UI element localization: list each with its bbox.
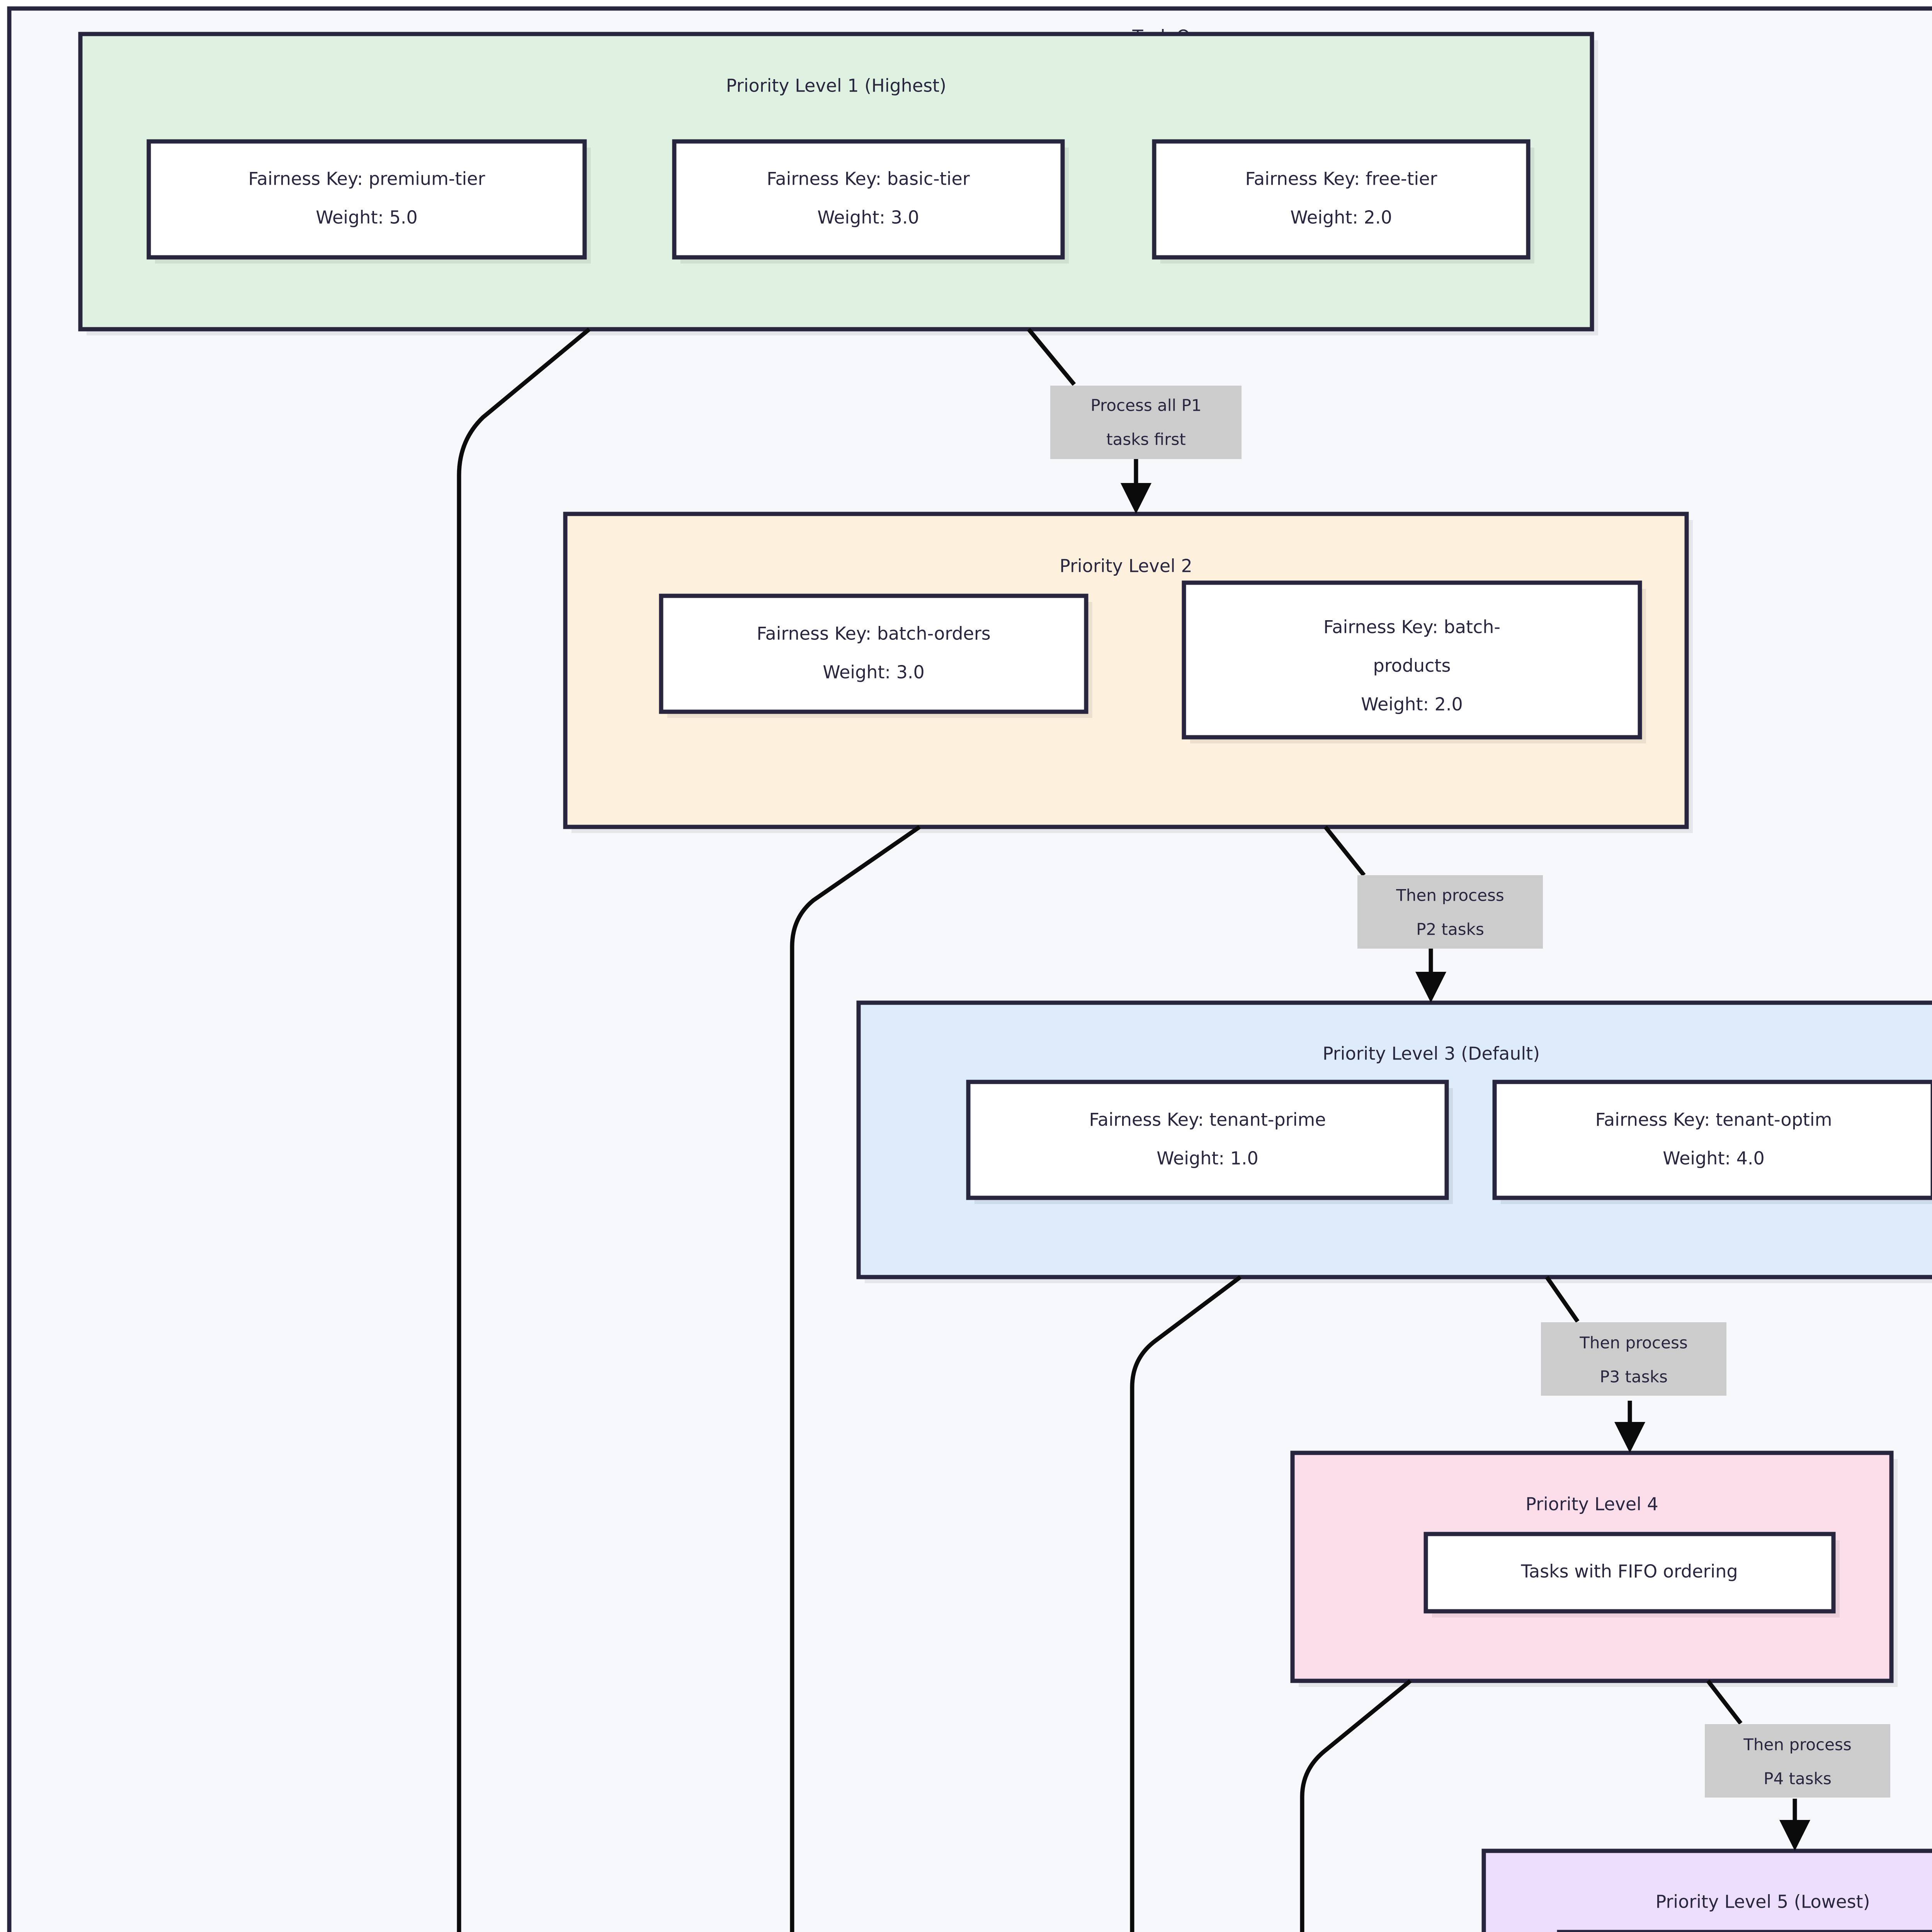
p4-fifo-label: Tasks with FIFO ordering bbox=[1520, 1561, 1738, 1582]
p4-fifo-rect bbox=[1423, 1532, 1836, 1614]
premium-tier-rect bbox=[146, 139, 587, 260]
edge-label-3-bg bbox=[1541, 1322, 1726, 1396]
priority-level-2-title: Priority Level 2 bbox=[1060, 556, 1192, 577]
basic-tier-line2: Weight: 3.0 bbox=[817, 207, 919, 228]
edge-label-4-line2: P4 tasks bbox=[1764, 1769, 1832, 1788]
arrowhead-p1-p2 bbox=[1121, 483, 1151, 514]
edge-p4-to-p5 bbox=[1706, 1679, 1810, 1851]
batch-orders-line1: Fairness Key: batch-orders bbox=[757, 623, 990, 644]
tenant-optim-line2: Weight: 4.0 bbox=[1663, 1148, 1765, 1169]
tenant-prime-rect bbox=[966, 1080, 1449, 1200]
tenant-optim-line1: Fairness Key: tenant-optim bbox=[1595, 1109, 1832, 1130]
arrowhead-p2-p3 bbox=[1415, 972, 1446, 1003]
edge-label-1-line1: Process all P1 bbox=[1090, 396, 1201, 415]
edge-label-then-process-p4: Then process P4 tasks bbox=[1705, 1724, 1890, 1798]
free-tier-line1: Fairness Key: free-tier bbox=[1245, 168, 1437, 189]
node-basic-tier[interactable]: Fairness Key: basic-tier Weight: 3.0 bbox=[672, 139, 1069, 264]
batch-orders-line2: Weight: 3.0 bbox=[823, 662, 925, 683]
cluster-priority-level-3[interactable]: Priority Level 3 (Default) Fairness Key:… bbox=[856, 1000, 1932, 1283]
edge-p3-to-p4 bbox=[1545, 1276, 1645, 1453]
cluster-priority-level-5[interactable]: Priority Level 5 (Lowest) Tasks with FIF… bbox=[1481, 1849, 1932, 1932]
priority-level-1-title: Priority Level 1 (Highest) bbox=[726, 75, 946, 96]
batch-products-line1: Fairness Key: batch- bbox=[1323, 617, 1500, 638]
node-tenant-optim[interactable]: Fairness Key: tenant-optim Weight: 4.0 bbox=[1492, 1080, 1932, 1204]
tenant-prime-line2: Weight: 1.0 bbox=[1156, 1148, 1259, 1169]
node-premium-tier[interactable]: Fairness Key: premium-tier Weight: 5.0 bbox=[146, 139, 591, 264]
free-tier-rect bbox=[1152, 139, 1531, 260]
arrowhead-p3-p4 bbox=[1614, 1422, 1645, 1453]
arrowhead-p4-p5 bbox=[1779, 1820, 1810, 1851]
edge-label-4-line1: Then process bbox=[1743, 1735, 1851, 1754]
edge-p2-to-workers bbox=[790, 825, 921, 1932]
edge-p2-to-p3 bbox=[1323, 825, 1446, 1003]
edge-p1-to-p2 bbox=[1027, 328, 1151, 514]
edge-label-then-process-p3: Then process P3 tasks bbox=[1541, 1322, 1726, 1396]
priority-level-4-title: Priority Level 4 bbox=[1526, 1494, 1658, 1515]
priority-level-5-title: Priority Level 5 (Lowest) bbox=[1655, 1891, 1870, 1912]
edge-label-2-line2: P2 tasks bbox=[1416, 920, 1484, 939]
tenant-optim-rect bbox=[1492, 1080, 1932, 1200]
cluster-priority-level-4[interactable]: Priority Level 4 Tasks with FIFO orderin… bbox=[1290, 1451, 1898, 1687]
edge-label-2-line1: Then process bbox=[1396, 886, 1504, 905]
node-batch-products[interactable]: Fairness Key: batch- products Weight: 2.… bbox=[1182, 580, 1646, 743]
node-free-tier[interactable]: Fairness Key: free-tier Weight: 2.0 bbox=[1152, 139, 1534, 264]
tenant-prime-line1: Fairness Key: tenant-prime bbox=[1089, 1109, 1326, 1130]
cluster-priority-level-2[interactable]: Priority Level 2 Fairness Key: batch-ord… bbox=[563, 512, 1693, 833]
batch-orders-rect bbox=[659, 594, 1088, 714]
edge-label-2-bg bbox=[1357, 875, 1543, 949]
edge-label-3-line2: P3 tasks bbox=[1600, 1367, 1668, 1386]
edge-label-then-process-p2: Then process P2 tasks bbox=[1357, 875, 1543, 949]
edge-label-1-bg bbox=[1050, 386, 1242, 459]
edge-p3-to-workers bbox=[1130, 1275, 1242, 1932]
edge-label-1-line2: tasks first bbox=[1106, 430, 1186, 449]
premium-tier-line1: Fairness Key: premium-tier bbox=[248, 168, 485, 189]
cluster-priority-level-1[interactable]: Priority Level 1 (Highest) Fairness Key:… bbox=[78, 32, 1598, 335]
free-tier-line2: Weight: 2.0 bbox=[1290, 207, 1392, 228]
priority-level-5-rect bbox=[1481, 1849, 1932, 1932]
node-p4-fifo[interactable]: Tasks with FIFO ordering bbox=[1423, 1532, 1840, 1617]
batch-products-line3: Weight: 2.0 bbox=[1361, 694, 1463, 715]
node-batch-orders[interactable]: Fairness Key: batch-orders Weight: 3.0 bbox=[659, 594, 1092, 718]
batch-products-rect bbox=[1182, 580, 1642, 740]
node-tenant-prime[interactable]: Fairness Key: tenant-prime Weight: 1.0 bbox=[966, 1080, 1453, 1204]
basic-tier-rect bbox=[672, 139, 1065, 260]
priority-level-3-title: Priority Level 3 (Default) bbox=[1323, 1043, 1540, 1064]
batch-products-line2: products bbox=[1373, 655, 1451, 676]
premium-tier-line2: Weight: 5.0 bbox=[316, 207, 418, 228]
basic-tier-line1: Fairness Key: basic-tier bbox=[767, 168, 970, 189]
edge-label-3-line1: Then process bbox=[1579, 1333, 1687, 1352]
edge-label-process-all-p1: Process all P1 tasks first bbox=[1050, 386, 1242, 459]
edge-label-4-bg bbox=[1705, 1724, 1890, 1798]
edge-p1-to-workers bbox=[457, 327, 591, 1932]
edge-p4-to-workers bbox=[1300, 1679, 1412, 1932]
